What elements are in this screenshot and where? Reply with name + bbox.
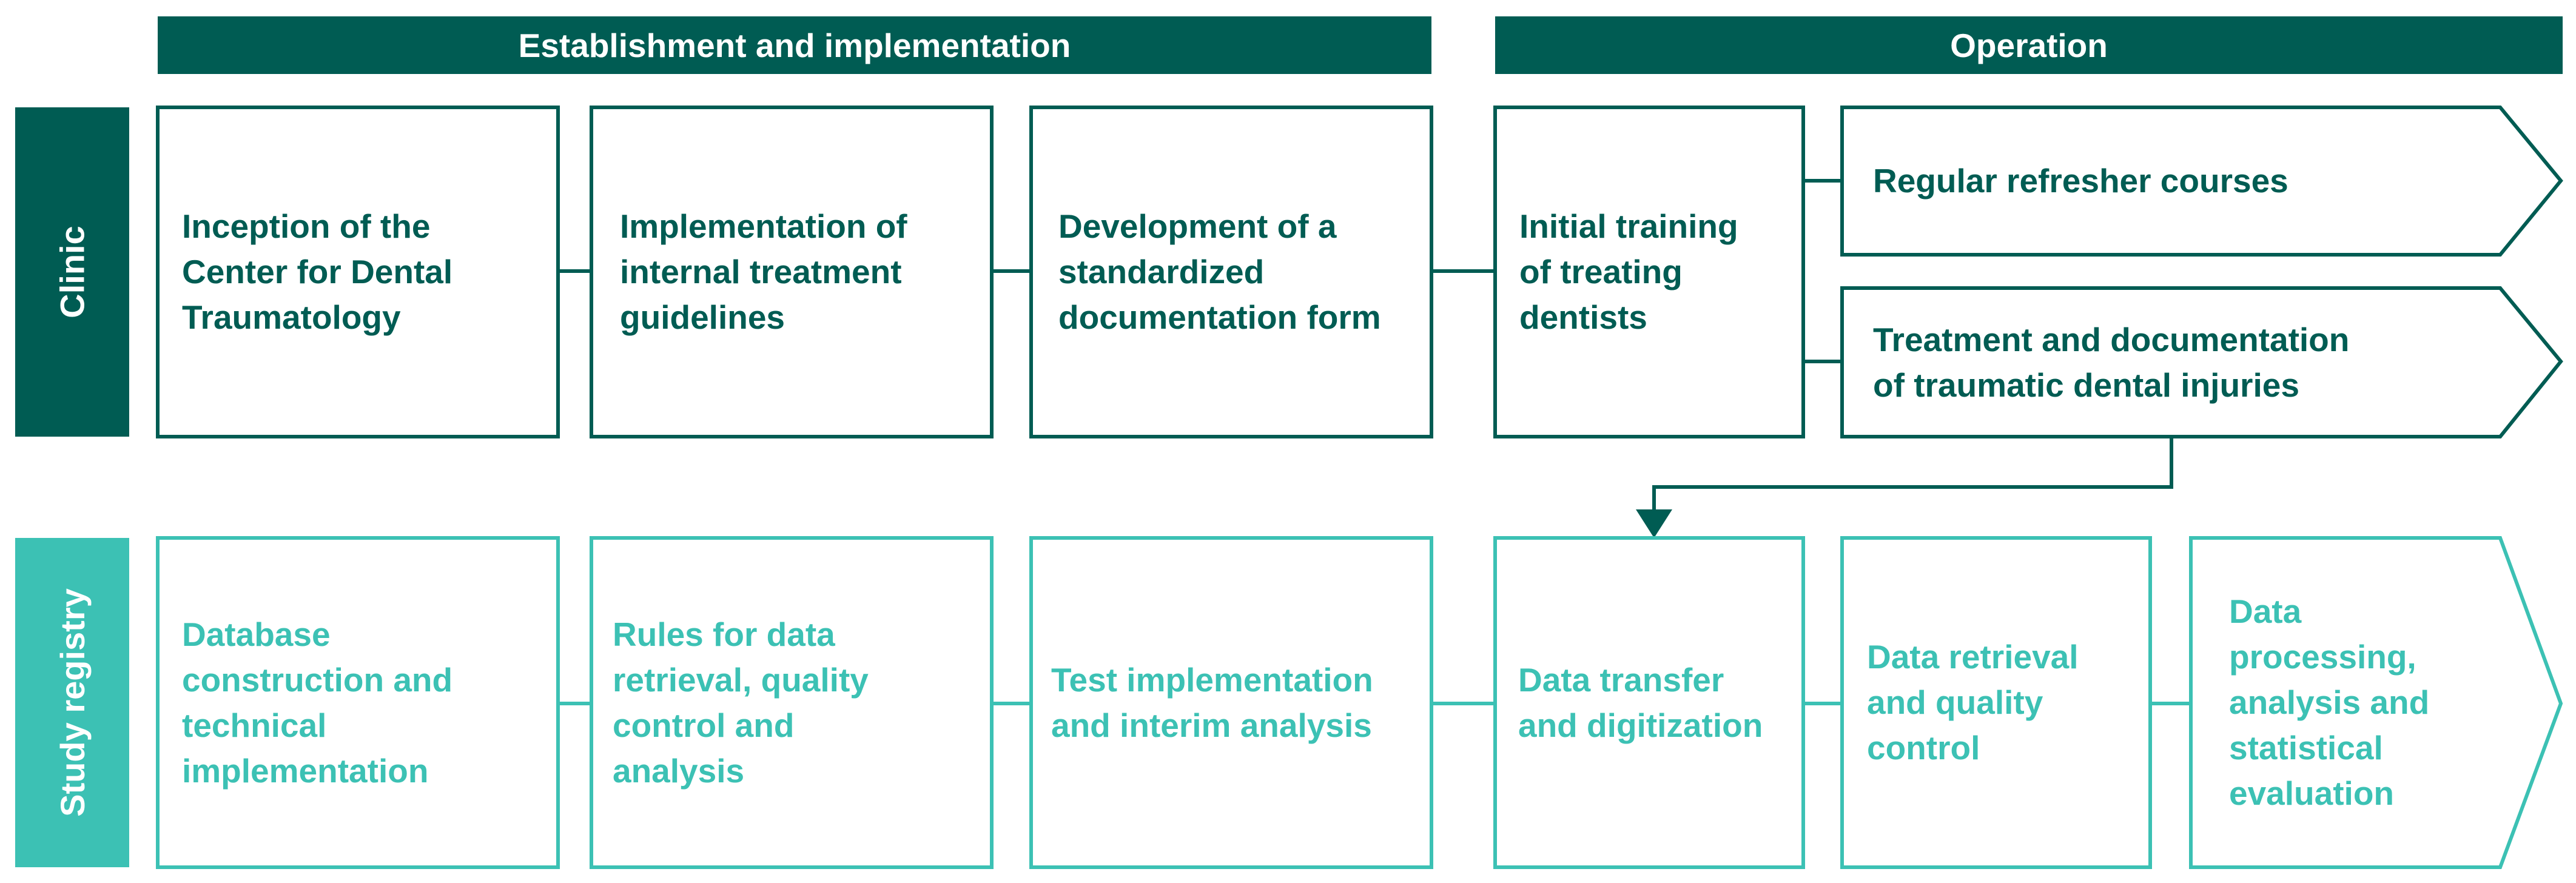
flow-arrow-line bbox=[1652, 437, 2173, 512]
phase-header-establishment: Establishment and implementation bbox=[158, 16, 1431, 74]
clinic-step-treatment: Treatment and documentation of traumatic… bbox=[1873, 320, 2350, 404]
phase-bar-operation-bg bbox=[1495, 16, 2563, 74]
clinic-step-inception: Inception of the Center for Dental Traum… bbox=[182, 207, 453, 336]
registry-step-test: Test implementation and interim analysis bbox=[1051, 660, 1373, 744]
clinic-step-guidelines: Implementation of internal treatment gui… bbox=[620, 207, 907, 336]
registry-step-retrieval: Data retrieval and quality control bbox=[1867, 638, 2079, 767]
clinic-box-form bbox=[1029, 106, 1433, 438]
flow-arrow-head bbox=[1636, 509, 1672, 538]
clinic-step-training: Initial training of treating dentists bbox=[1519, 207, 1738, 336]
row-tab-registry-bg bbox=[15, 538, 129, 867]
registry-step-processing: Data processing, analysis and statistica… bbox=[2229, 593, 2430, 812]
row-label-clinic-text: Clinic bbox=[53, 226, 92, 318]
registry-arrow-processing bbox=[2189, 536, 2563, 869]
registry-step-rules: Rules for data retrieval, quality contro… bbox=[613, 615, 869, 790]
row-label-registry-text: Study registry bbox=[53, 588, 92, 817]
clinic-step-refresher: Regular refresher courses bbox=[1873, 162, 2288, 200]
registry-box-rules bbox=[590, 536, 994, 869]
phase-header-operation-label: Operation bbox=[1950, 26, 2108, 64]
row-label-registry: Study registry bbox=[15, 538, 129, 867]
registry-box-test bbox=[1029, 536, 1433, 869]
phase-header-operation: Operation bbox=[1495, 16, 2563, 74]
row-tab-clinic-bg bbox=[15, 107, 129, 437]
phase-bar-establishment-bg bbox=[158, 16, 1431, 74]
clinic-step-form: Development of a standardized documentat… bbox=[1058, 207, 1381, 336]
clinic-arrow-treatment bbox=[1840, 286, 2563, 438]
phase-header-establishment-label: Establishment and implementation bbox=[518, 26, 1071, 64]
registry-box-retrieval bbox=[1840, 536, 2152, 869]
clinic-box-inception bbox=[156, 106, 560, 438]
row-label-clinic: Clinic bbox=[15, 107, 129, 437]
registry-box-database bbox=[156, 536, 560, 869]
registry-step-transfer: Data transfer and digitization bbox=[1518, 660, 1763, 744]
clinic-box-training bbox=[1493, 106, 1805, 438]
clinic-box-guidelines bbox=[590, 106, 994, 438]
registry-step-database: Database construction and technical impl… bbox=[182, 615, 453, 790]
clinic-arrow-refresher bbox=[1840, 106, 2563, 257]
registry-box-transfer bbox=[1493, 536, 1805, 869]
